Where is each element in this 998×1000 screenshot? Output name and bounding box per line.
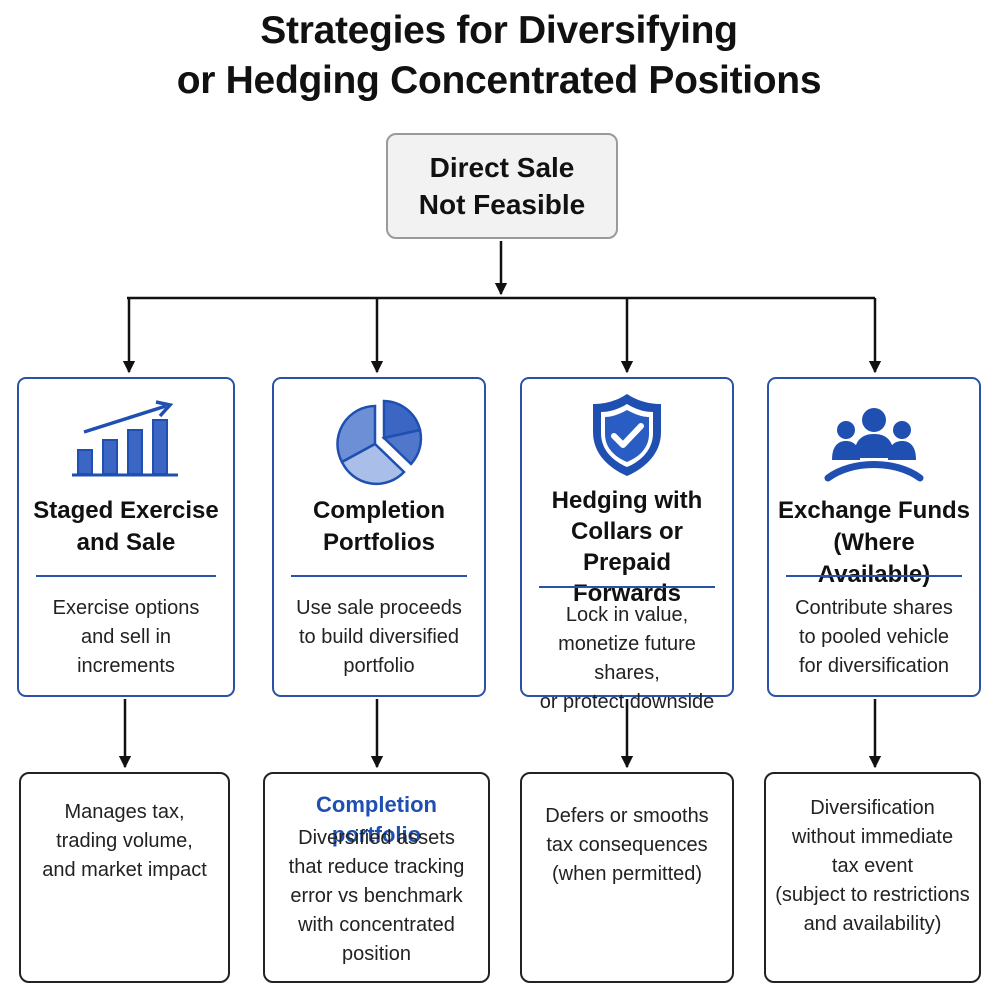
root-line-1: Direct Sale — [429, 152, 575, 183]
title-line-1: Strategies for Diversifying — [260, 9, 738, 52]
strategy-title: Hedging with Collars or Prepaid Forwards — [551, 487, 703, 607]
strategy-description: Exercise options and sell in increments — [52, 597, 200, 677]
outcome-text: Diversification without immediate tax ev… — [775, 797, 970, 935]
diagram-title: Strategies for Diversifying or Hedging C… — [0, 6, 998, 106]
pie-chart-icon — [274, 397, 484, 489]
outcome-box-hedging: Defers or smooths tax consequences (when… — [520, 772, 734, 983]
group-people-icon — [769, 397, 979, 489]
strategy-description: Lock in value, monetize future shares, o… — [539, 604, 715, 713]
title-line-2: or Hedging Concentrated Positions — [176, 59, 822, 102]
strategy-title: Exchange Funds (Where Available) — [777, 497, 971, 588]
strategy-description: Use sale proceeds to build diversified p… — [296, 597, 462, 677]
root-line-2: Not Feasible — [418, 189, 586, 220]
root-node-direct-sale: Direct Sale Not Feasible — [386, 133, 618, 239]
strategy-title: Completion Portfolios — [313, 497, 445, 556]
shield-check-icon — [522, 389, 732, 481]
strategy-description: Contribute shares to pooled vehicle for … — [795, 597, 953, 677]
bar-chart-growth-icon — [19, 397, 233, 489]
strategy-card-hedging-collars: Hedging with Collars or Prepaid Forwards… — [520, 377, 734, 713]
title-divider — [539, 586, 715, 588]
outcome-text: Diversified assets that reduce tracking … — [288, 827, 465, 965]
outcome-box-exchange-funds: Diversification without immediate tax ev… — [764, 772, 981, 983]
outcome-heading: Completion portfolio — [316, 792, 437, 847]
strategy-card-exchange-funds: Exchange Funds (Where Available) Contrib… — [767, 377, 981, 697]
title-divider — [291, 575, 467, 577]
strategy-title: Staged Exercise and Sale — [33, 497, 219, 556]
title-divider — [36, 575, 216, 577]
outcome-box-staged-exercise: Manages tax, trading volume, and market … — [19, 772, 230, 983]
outcome-text: Defers or smooths tax consequences (when… — [545, 805, 709, 885]
strategy-card-staged-exercise: Staged Exercise and Sale Exercise option… — [17, 377, 235, 697]
title-divider — [786, 575, 962, 577]
outcome-text: Manages tax, trading volume, and market … — [42, 801, 207, 881]
outcome-box-completion-portfolio: Completion portfolio Diversified assets … — [263, 772, 490, 983]
strategy-card-completion-portfolios: Completion Portfolios Use sale proceeds … — [272, 377, 486, 697]
